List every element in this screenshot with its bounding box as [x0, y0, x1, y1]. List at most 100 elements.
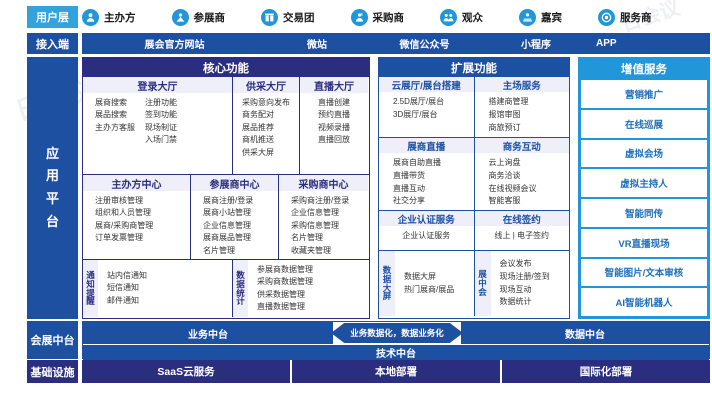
- feature-list: 参展商数据管理采购商数据管理供采数据管理直播数据管理: [257, 264, 313, 314]
- core-sidebox-body: 站内信通知短信通知邮件通知: [98, 260, 232, 317]
- feature-item[interactable]: 云上询盘: [488, 158, 521, 167]
- feature-item[interactable]: 展商/采购商管理: [95, 220, 154, 230]
- feature-item[interactable]: 3D展厅/展台: [393, 109, 438, 119]
- feature-item[interactable]: 现场制证: [145, 122, 177, 132]
- value-added-item-1[interactable]: 营销推广: [581, 80, 707, 108]
- infrastructure-item-2[interactable]: 本地部署: [292, 360, 500, 383]
- feature-item[interactable]: 订单发票管理: [95, 233, 143, 243]
- feature-item[interactable]: 主办方客服: [95, 122, 135, 132]
- feature-item[interactable]: 现场互动: [499, 284, 532, 294]
- feature-item[interactable]: 注册审核管理: [95, 196, 143, 205]
- access-channel-3[interactable]: 微信公众号: [399, 40, 450, 51]
- user-role-1[interactable]: 主办方: [82, 8, 136, 26]
- value-added-item-2[interactable]: 在线巡展: [581, 109, 707, 138]
- feature-item[interactable]: 参展商数据管理: [257, 264, 313, 274]
- feature-item[interactable]: 名片管理: [291, 233, 323, 243]
- feature-item[interactable]: 采购商数据管理: [257, 277, 313, 287]
- feature-item[interactable]: 签到功能: [145, 110, 177, 120]
- feature-item[interactable]: 直播互动: [393, 183, 425, 193]
- core-center-title: 主办方中心: [83, 175, 190, 191]
- feature-item[interactable]: 商务配对: [242, 110, 274, 120]
- feature-item[interactable]: 展商搜索: [95, 98, 127, 107]
- feature-item[interactable]: 展商自助直播: [393, 158, 441, 167]
- user-role-4[interactable]: 采购商: [350, 8, 405, 26]
- feature-item[interactable]: 报馆审图: [488, 109, 521, 119]
- user-role-label: 参展商: [193, 11, 226, 24]
- feature-item[interactable]: 企业认证服务: [402, 231, 451, 240]
- feature-item[interactable]: 会议发布: [499, 258, 532, 268]
- feature-item[interactable]: 智能客服: [488, 196, 521, 206]
- feature-item[interactable]: 数据统计: [499, 297, 532, 307]
- feature-item[interactable]: 数据大屏: [404, 271, 436, 281]
- feature-item[interactable]: 直播回放: [318, 135, 350, 145]
- extended-row-2: 展商直播展商自助直播直播带货直播互动社交分享商务互动云上询盘商务洽谈在线视频会议…: [379, 138, 569, 211]
- user-role-6[interactable]: 嘉宾: [519, 8, 562, 26]
- value-added-item-3[interactable]: 虚拟会场: [581, 139, 707, 168]
- value-added-item-7[interactable]: 智能图片/文本审核: [581, 258, 707, 287]
- feature-item[interactable]: 供采大屏: [242, 147, 274, 157]
- feature-item[interactable]: 热门展商/展品: [404, 284, 455, 294]
- core-sidebox-1: 通知提醒站内信通知短信通知邮件通知: [83, 260, 233, 317]
- feature-item[interactable]: 商机推送: [242, 135, 274, 145]
- feature-item[interactable]: 搭建商管理: [488, 97, 529, 106]
- feature-item[interactable]: 入场门禁: [145, 135, 177, 145]
- feature-item[interactable]: 展商注册/登录: [203, 196, 254, 205]
- access-channel-4[interactable]: 小程序: [521, 40, 551, 51]
- feature-item[interactable]: 社交分享: [393, 196, 425, 206]
- feature-item[interactable]: 注册功能: [145, 98, 177, 107]
- extended-sidebox-body: 数据大屏热门展商/展品: [395, 251, 474, 316]
- feature-item[interactable]: 收藏夹管理: [291, 245, 331, 255]
- feature-item[interactable]: 组织和人员管理: [95, 208, 151, 218]
- user-role-2[interactable]: 参展商: [171, 8, 226, 26]
- user-role-label: 采购商: [372, 11, 405, 24]
- feature-item[interactable]: 展商小站管理: [203, 208, 251, 218]
- feature-list: 展商搜索展品搜索主办方客服: [95, 97, 135, 174]
- feature-item[interactable]: 供采数据管理: [257, 289, 305, 299]
- infrastructure-item-1[interactable]: SaaS云服务: [82, 360, 290, 383]
- infrastructure-item-3[interactable]: 国际化部署: [502, 360, 710, 383]
- extended-sidebox-body: 会议发布现场注册/签到现场互动数据统计: [491, 251, 570, 316]
- feature-list: 采购意向发布商务配对展品推荐商机推送供采大屏: [242, 97, 290, 174]
- feature-item[interactable]: 邮件通知: [107, 295, 139, 305]
- feature-list: 2.5D展厅/展台 3D展厅/展台: [393, 96, 444, 137]
- feature-item[interactable]: 站内信通知: [107, 270, 147, 280]
- feature-item[interactable]: 采购意向发布: [242, 98, 290, 107]
- access-channel-1[interactable]: 展会官方网站: [144, 40, 205, 51]
- value-added-item-6[interactable]: VR直播现场: [581, 228, 707, 257]
- core-hall-2: 供采大厅采购意向发布商务配对展品推荐商机推送供采大屏: [233, 77, 300, 174]
- feature-list: 注册审核管理组织和人员管理展商/采购商管理订单发票管理: [95, 195, 153, 259]
- feature-item[interactable]: 企业信息管理: [291, 208, 339, 218]
- access-channel-5[interactable]: APP: [596, 38, 617, 49]
- feature-item[interactable]: 直播创建: [318, 98, 350, 107]
- user-role-7[interactable]: 服务商: [598, 8, 652, 26]
- feature-item[interactable]: 直播带货: [393, 170, 425, 180]
- feature-item[interactable]: 在线视频会议: [488, 183, 537, 193]
- feature-item[interactable]: 企业信息管理: [203, 220, 251, 230]
- feature-item[interactable]: 2.5D展厅/展台: [393, 97, 445, 106]
- feature-item[interactable]: 名片管理: [203, 245, 235, 255]
- feature-item[interactable]: 展商展品管理: [203, 233, 251, 243]
- value-added-item-5[interactable]: 智能同传: [581, 199, 707, 227]
- feature-item[interactable]: 采购信息管理: [291, 220, 339, 230]
- user-role-5[interactable]: 观众: [440, 8, 483, 26]
- core-sidebox-title: 通知提醒: [83, 260, 98, 317]
- access-channel-bar: 展会官方网站 微站 微信公众号 小程序 APP: [82, 33, 710, 54]
- feature-item[interactable]: 视频录播: [318, 122, 350, 132]
- feature-item[interactable]: 预约直播: [318, 110, 350, 120]
- value-added-item-8[interactable]: AI智能机器人: [581, 288, 707, 316]
- feature-item[interactable]: 展品搜索: [95, 110, 127, 120]
- feature-item[interactable]: 展品推荐: [242, 122, 274, 132]
- value-added-item-4[interactable]: 虚拟主持人: [581, 169, 707, 197]
- user-role-3[interactable]: 交易团: [261, 8, 315, 26]
- feature-item[interactable]: 现场注册/签到: [499, 271, 550, 281]
- feature-item[interactable]: 商旅预订: [488, 122, 521, 132]
- feature-item[interactable]: 短信通知: [107, 283, 139, 293]
- core-functions-title: 核心功能: [83, 58, 369, 77]
- feature-item[interactable]: 商务洽谈: [488, 170, 521, 180]
- feature-item[interactable]: 直播数据管理: [257, 301, 305, 311]
- feature-item[interactable]: 采购商注册/登录: [291, 196, 350, 205]
- tech-middle-platform: 技术中台: [83, 345, 709, 360]
- access-channel-2[interactable]: 微站: [307, 40, 327, 51]
- feature-item[interactable]: 线上 | 电子签约: [494, 231, 550, 240]
